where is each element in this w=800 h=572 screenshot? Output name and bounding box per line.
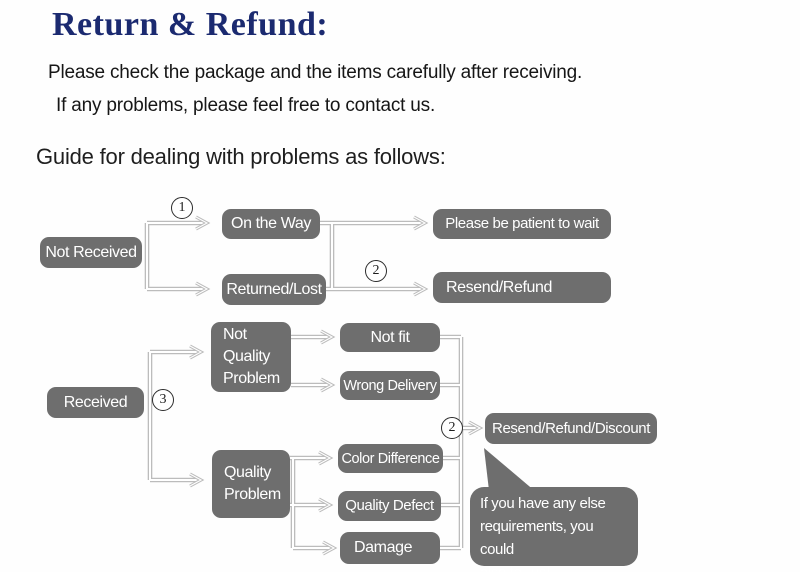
step-3-badge: 3	[152, 389, 174, 411]
step-1-badge: 1	[171, 197, 193, 219]
guide-heading: Guide for dealing with problems as follo…	[36, 144, 446, 169]
flow-node-received: Received	[47, 387, 144, 418]
flow-node-on-the-way: On the Way	[222, 209, 320, 239]
flow-node-damage: Damage	[340, 532, 440, 564]
page-title: Return & Refund:	[52, 6, 329, 43]
flow-node-not-received: Not Received	[40, 237, 142, 268]
step-2-badge: 2	[365, 260, 387, 282]
flow-node-resend-refund-discount: Resend/Refund/Discount	[485, 413, 657, 444]
flow-node-color-difference: Color Difference	[338, 444, 443, 473]
flow-node-be-patient: Please be patient to wait	[433, 209, 611, 239]
step-2-badge: 2	[441, 417, 463, 439]
flow-node-quality-problem: Quality Problem	[212, 450, 290, 518]
flow-node-resend-refund: Resend/Refund	[433, 272, 611, 303]
speech-bubble-tail	[484, 448, 536, 499]
speech-bubble-note: If you have any else requirements, you c…	[470, 487, 638, 572]
flow-node-not-fit: Not fit	[340, 323, 440, 352]
flow-node-quality-defect: Quality Defect	[338, 491, 441, 521]
flow-node-wrong-delivery: Wrong Delivery	[340, 371, 440, 400]
flow-node-not-quality-problem: Not Quality Problem	[211, 322, 291, 392]
flow-node-returned-lost: Returned/Lost	[222, 274, 326, 305]
intro-line-1: Please check the package and the items c…	[48, 62, 583, 83]
intro-line-2: If any problems, please feel free to con…	[56, 95, 436, 116]
